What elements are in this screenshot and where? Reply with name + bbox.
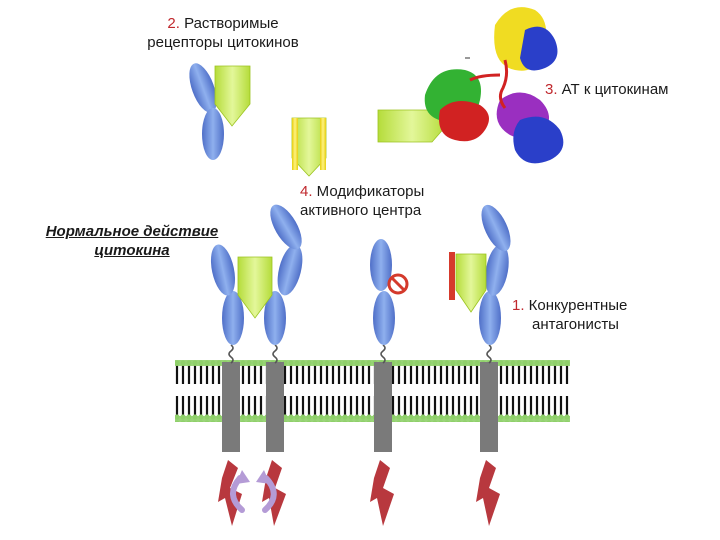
receptor-normal-left (210, 244, 244, 345)
label-active-site-modifiers: 4. Модификаторы активного центра (300, 183, 425, 219)
signal-arrows (218, 460, 500, 526)
dimerization-arrowheads (236, 470, 270, 484)
competitive-antagonist (449, 252, 487, 313)
no-symbol-icon (387, 273, 409, 295)
label-antibodies: 3. АТ к цитокинам (545, 81, 669, 98)
receptor-middle (370, 239, 395, 345)
receptor-normal-right (264, 244, 303, 345)
cytokine-soluble (214, 65, 251, 127)
cell-membrane (175, 360, 570, 422)
label-normal-action: Нормальное действие цитокина (45, 223, 219, 259)
receptor-antagonist (479, 204, 511, 345)
antibody-complex (377, 7, 564, 164)
receptor-stalks (228, 344, 492, 364)
soluble-receptor (189, 63, 224, 160)
antibody-icon (424, 7, 564, 164)
cytokine-bound (237, 256, 273, 319)
label-competitive-antagonists: 1. Конкурентные антагонисты (512, 297, 628, 333)
transmembrane-segments (222, 362, 498, 452)
receptor-top-lobe (270, 204, 302, 250)
label-soluble-receptors: 2. Растворимые рецепторы цитокинов (147, 15, 299, 51)
modified-cytokine (291, 117, 327, 177)
